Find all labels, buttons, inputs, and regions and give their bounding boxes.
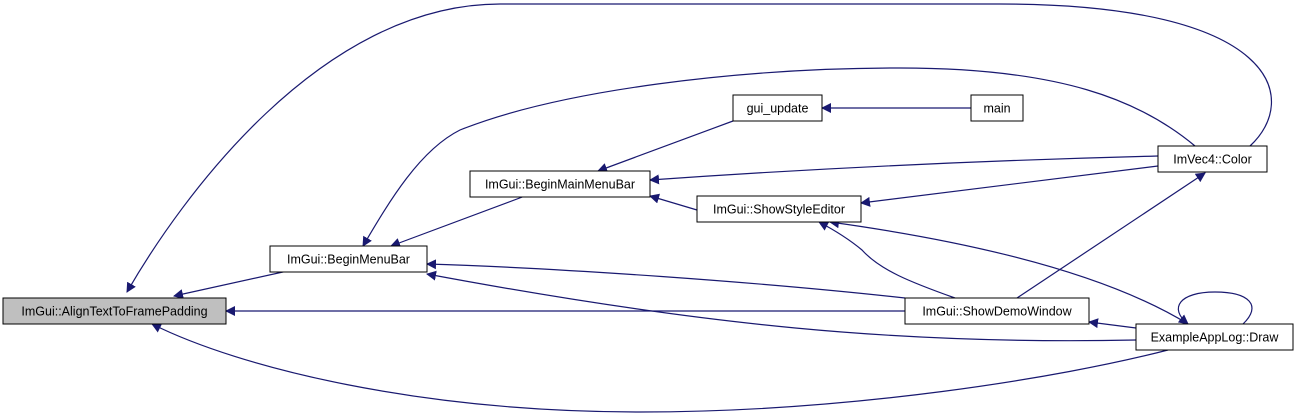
node-box [732, 94, 823, 122]
node-label: gui_update [747, 102, 809, 116]
edge-exampleapplog-to-align [151, 323, 1169, 413]
node-show-style-editor[interactable]: ImGui::ShowStyleEditor [696, 195, 862, 223]
edge-exampleapplog-to-showstyleeditor [829, 218, 1189, 325]
edge-exampleapplog-self [1177, 291, 1253, 325]
edge-exampleapplog-to-beginmenubar [426, 270, 1137, 342]
node-gui-update[interactable]: gui_update [732, 94, 823, 122]
edge-showstyleeditor-to-beginmainmenubar [649, 193, 698, 211]
edge-showdemowindow-to-imvec4 [1016, 172, 1206, 299]
edge-guiupdate-to-beginmainmenubar [597, 120, 734, 173]
node-label: ImGui::BeginMenuBar [287, 253, 410, 267]
node-box [696, 195, 862, 223]
node-label: ImGui::BeginMainMenuBar [485, 178, 635, 192]
edges [126, 3, 1273, 413]
node-box [269, 245, 428, 273]
node-label: ExampleAppLog::Draw [1151, 331, 1280, 345]
edge-imvec4-to-align [126, 3, 1273, 293]
node-begin-main-menu-bar[interactable]: ImGui::BeginMainMenuBar [469, 170, 651, 198]
edge-imvec4-to-beginmainmenubar [649, 155, 1159, 185]
node-label: ImGui::AlignTextToFramePadding [21, 305, 207, 319]
node-show-demo-window[interactable]: ImGui::ShowDemoWindow [904, 297, 1090, 325]
edge-imvec4-to-beginmenubar [362, 67, 1196, 247]
node-align-text-to-frame-padding[interactable]: ImGui::AlignTextToFramePadding [2, 297, 227, 325]
node-box [970, 94, 1024, 122]
node-box [1157, 145, 1268, 173]
node-box [904, 297, 1090, 325]
node-label: ImGui::ShowDemoWindow [922, 305, 1072, 319]
node-label: main [983, 102, 1010, 116]
node-label: ImVec4::Color [1173, 153, 1252, 167]
edge-beginmenubar-to-align [173, 269, 293, 299]
node-example-app-log-draw[interactable]: ExampleAppLog::Draw [1135, 323, 1294, 351]
node-box [2, 297, 227, 325]
node-label: ImGui::ShowStyleEditor [713, 203, 845, 217]
edge-imvec4-to-showstyleeditor [860, 165, 1159, 207]
node-imvec4-color[interactable]: ImVec4::Color [1157, 145, 1268, 173]
node-main[interactable]: main [970, 94, 1024, 122]
node-box [469, 170, 651, 198]
edge-showdemowindow-to-beginmenubar [426, 259, 906, 299]
node-box [1135, 323, 1294, 351]
node-begin-menu-bar[interactable]: ImGui::BeginMenuBar [269, 245, 428, 273]
edge-showdemowindow-to-showstyleeditor [818, 221, 956, 299]
edge-beginmainmenubar-to-beginmenubar [390, 195, 526, 248]
edge-exampleapplog-to-showdemowindow [1088, 318, 1137, 329]
